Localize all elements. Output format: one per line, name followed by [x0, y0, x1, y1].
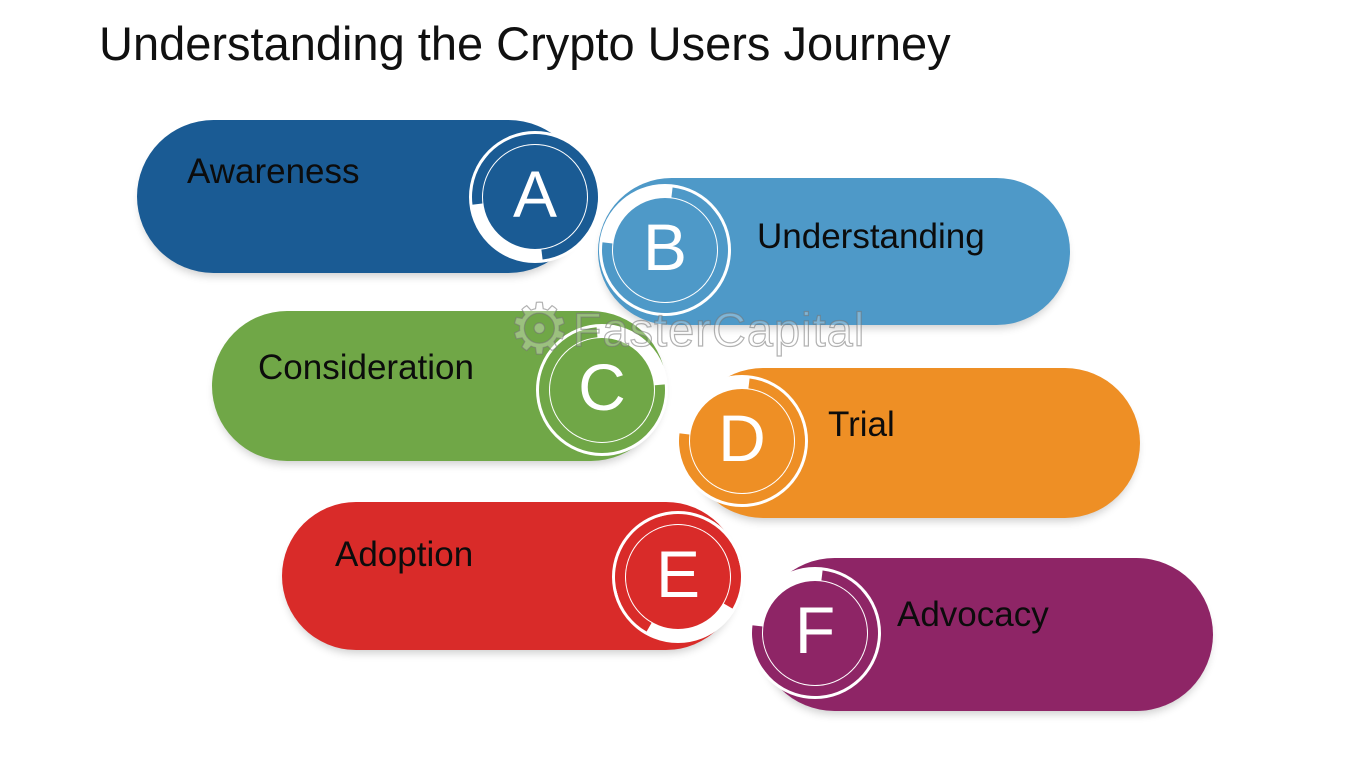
- stage-badge: F: [749, 567, 881, 699]
- stage-badge: B: [599, 184, 731, 316]
- badge-letter: D: [718, 401, 766, 475]
- stage-badge: E: [612, 511, 744, 643]
- badge-letter: C: [578, 350, 626, 424]
- stage-label: Awareness: [187, 152, 360, 191]
- stage-label: Trial: [828, 405, 895, 444]
- stage-badge: C: [536, 324, 668, 456]
- stage-label: Advocacy: [897, 595, 1049, 634]
- badge-letter: E: [655, 537, 701, 611]
- badge-letter: B: [642, 210, 688, 284]
- stage-badge: A: [469, 131, 601, 263]
- badge-letter: F: [794, 593, 836, 667]
- stage-label: Understanding: [757, 217, 985, 256]
- stage-badge: D: [676, 375, 808, 507]
- page-title: Understanding the Crypto Users Journey: [99, 17, 951, 70]
- badge-letter: A: [512, 157, 558, 231]
- stage-label: Adoption: [335, 535, 474, 574]
- stage-label: Consideration: [258, 348, 474, 387]
